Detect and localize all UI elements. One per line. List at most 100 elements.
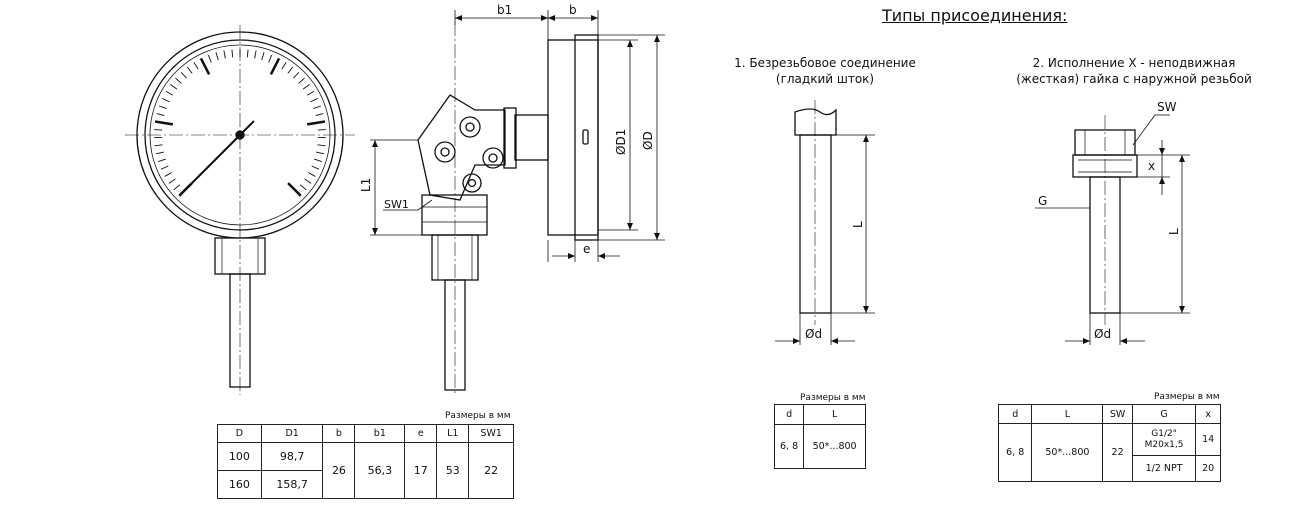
dial-tick	[287, 182, 302, 197]
cell-e: 17	[404, 442, 438, 499]
header-b1: b1	[354, 424, 406, 443]
dial-tick	[317, 144, 326, 147]
dial-tick	[168, 178, 176, 184]
dial-tick	[246, 49, 249, 58]
dial-tick	[261, 52, 265, 61]
dial-tick	[175, 77, 182, 84]
dial-tick	[287, 66, 294, 74]
dial-tick	[156, 113, 165, 117]
dial-tick	[302, 84, 310, 90]
dial-tick	[161, 97, 170, 103]
table-header-row: d L	[773, 404, 866, 425]
connection-1-line2: (гладкий шток)	[775, 72, 875, 86]
cell-sw: 22	[1102, 423, 1133, 482]
dial-tick	[306, 120, 326, 126]
cell-d: 6, 8	[997, 423, 1033, 482]
cell-x-14: 14	[1195, 423, 1221, 456]
dial-tick	[254, 50, 257, 59]
dial-tick	[269, 57, 281, 75]
dial-tick	[164, 172, 172, 177]
conn2-l-label: L	[1167, 228, 1181, 235]
main-table-units: Размеры в мм	[445, 411, 511, 421]
header-x: x	[1195, 404, 1221, 424]
header-d: d	[997, 404, 1033, 424]
cell-sw1: 22	[468, 442, 514, 499]
connection-type-1-drawing	[794, 100, 837, 325]
dial-tick	[207, 54, 212, 63]
dial-scale	[154, 49, 326, 197]
cell-d1-158: 158,7	[260, 470, 324, 499]
gauge-front-view	[125, 25, 355, 395]
cell-l: 50*...800	[1031, 423, 1104, 482]
connection-1-caption: 1. Безрезьбовое соединение (гладкий шток…	[715, 55, 935, 87]
dial-tick	[173, 184, 181, 191]
side-dimensions	[370, 10, 665, 262]
header-l: L	[803, 404, 866, 425]
dial-tick	[158, 105, 167, 110]
table-header-row: D D1 b b1 e L1 SW1	[217, 424, 514, 443]
connection-types-title: Типы присоединения:	[882, 6, 1068, 25]
connection-2-table: d L SW G x 6, 8 50*...800 22 G1/2" M20х1…	[997, 404, 1221, 482]
dial-tick	[155, 151, 164, 155]
dim-d1-label: ØD1	[614, 129, 628, 155]
dial-tick	[160, 165, 169, 170]
dim-b-label: b	[569, 3, 577, 17]
header-l1: L1	[436, 424, 470, 443]
header-sw: SW	[1102, 404, 1133, 424]
dial-tick	[154, 144, 163, 147]
header-e: e	[404, 424, 438, 443]
connection-type-2-dimensions	[1035, 114, 1190, 345]
dial-tick	[193, 62, 199, 70]
cell-x-20: 20	[1195, 455, 1221, 482]
header-d1: D1	[260, 424, 324, 443]
connection-1-line1: 1. Безрезьбовое соединение	[734, 56, 916, 70]
header-g: G	[1131, 404, 1197, 424]
connection-1-table: d L 6, 8 50*...800	[773, 404, 866, 469]
connection-type-2-drawing	[1072, 115, 1138, 325]
main-dimensions-table: D D1 b b1 e L1 SW1 100 98,7 26 56,3 17 5…	[217, 424, 514, 499]
cell-b: 26	[322, 442, 356, 499]
dial-tick	[158, 158, 166, 163]
dial-tick	[304, 178, 312, 184]
table-row: 6, 8 50*...800	[773, 424, 866, 469]
table-row: 160 158,7	[217, 470, 514, 499]
dim-d-label: ØD	[641, 131, 655, 150]
conn2-table-units: Размеры в мм	[1154, 392, 1220, 402]
dial-tick	[293, 72, 300, 79]
dial-tick	[314, 158, 322, 163]
dial-tick	[199, 57, 211, 75]
header-d: D	[217, 424, 262, 443]
dial-tick	[178, 182, 193, 197]
dial-tick	[186, 66, 193, 74]
dial-tick	[298, 77, 305, 84]
dial-tick	[311, 165, 320, 170]
dim-b1-label: b1	[497, 3, 512, 17]
cell-d-160: 160	[217, 470, 262, 499]
dial-tick	[165, 90, 174, 96]
gauge-side-view	[417, 22, 599, 395]
cell-g-thread: G1/2" M20х1,5	[1131, 423, 1197, 456]
table-row: 1/2 NPT 20	[999, 455, 1221, 482]
dial-tick	[315, 113, 324, 117]
conn2-x-label: x	[1148, 159, 1155, 173]
conn2-sw-label: SW	[1157, 100, 1177, 114]
connection-2-caption: 2. Исполнение Х - неподвижная (жесткая) …	[1003, 55, 1265, 87]
dial-tick	[308, 172, 316, 177]
dim-e-label: e	[583, 242, 590, 256]
dial-tick	[306, 90, 315, 96]
dial-tick	[154, 129, 163, 131]
connection-2-line1: 2. Исполнение Х - неподвижная	[1032, 56, 1236, 70]
cell-d: 6, 8	[773, 424, 805, 469]
dial-tick	[268, 54, 273, 63]
dial-tick	[310, 97, 319, 103]
table-header-row: d L SW G x	[997, 404, 1221, 424]
dim-l1-label: L1	[359, 178, 373, 192]
cell-d1-98: 98,7	[260, 442, 324, 471]
conn2-d-label: Ød	[1094, 327, 1111, 341]
header-sw1: SW1	[468, 424, 514, 443]
connection-type-1-dimensions	[775, 134, 875, 345]
cell-l1: 53	[436, 442, 470, 499]
dial-tick	[299, 184, 307, 191]
header-b: b	[322, 424, 356, 443]
